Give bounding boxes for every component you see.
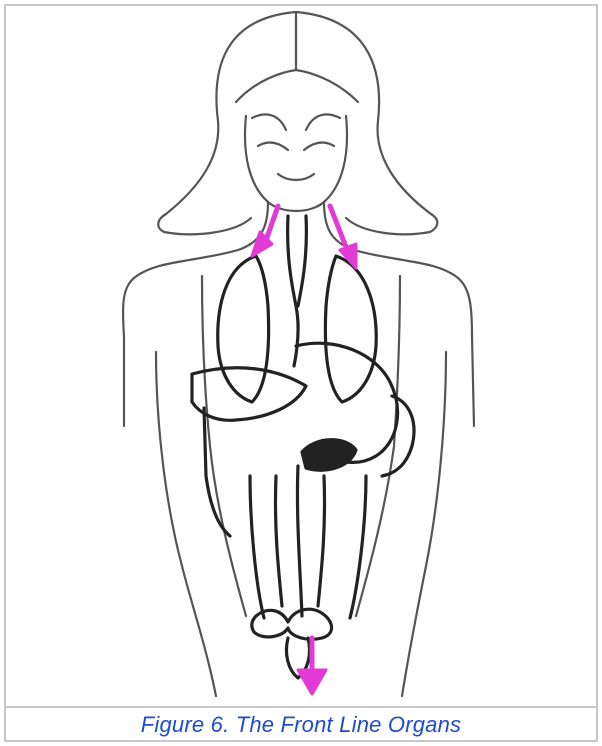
figure-image-cell	[6, 6, 596, 708]
right-arrow	[330, 206, 348, 252]
esophagus	[288, 216, 299, 366]
caption-cell: Figure 6. The Front Line Organs	[6, 708, 596, 742]
right-lung	[325, 256, 376, 402]
body-organs-illustration	[6, 6, 596, 706]
liver	[192, 368, 306, 421]
hair-outline	[158, 12, 296, 234]
pancreas	[302, 440, 356, 471]
small-intestine	[275, 466, 324, 616]
left-lung	[218, 256, 269, 402]
figure-caption: Figure 6. The Front Line Organs	[141, 712, 461, 738]
face-outline	[245, 116, 347, 202]
figure-frame: Figure 6. The Front Line Organs	[4, 4, 598, 742]
body-outline	[123, 202, 268, 426]
